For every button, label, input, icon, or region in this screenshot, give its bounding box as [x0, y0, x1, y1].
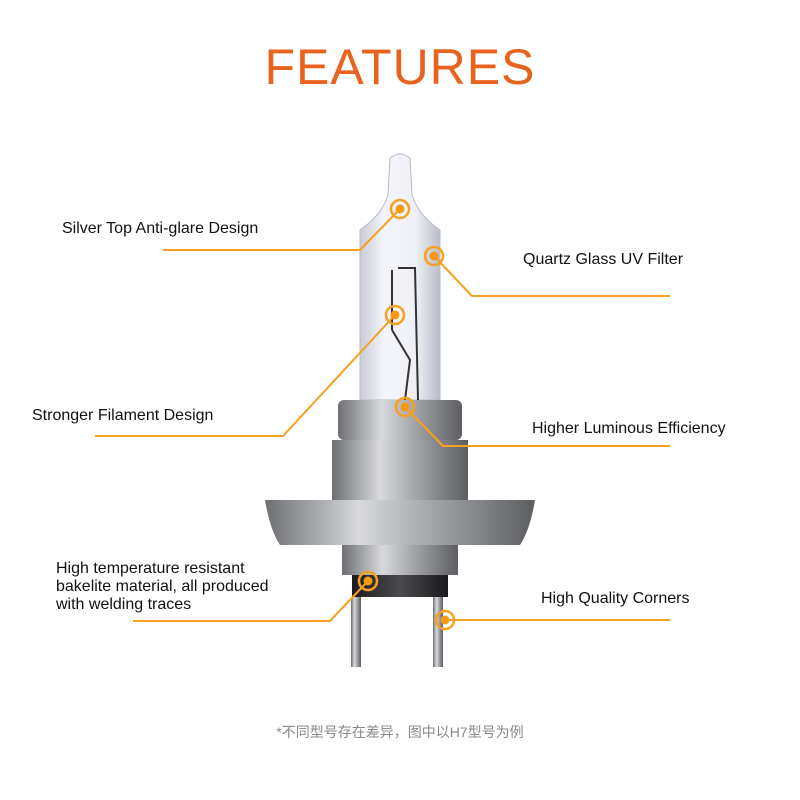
flange — [265, 500, 535, 545]
glass-capsule — [359, 153, 441, 401]
bakelite-line-2: bakelite material, all produced — [56, 578, 269, 595]
feature-label-silver-top: Silver Top Anti-glare Design — [62, 220, 259, 237]
feature-label-luminous: Higher Luminous Efficiency — [532, 420, 726, 437]
feature-label-quartz-glass: Quartz Glass UV Filter — [523, 251, 684, 268]
footnote: *不同型号存在差异，图中以H7型号为例 — [276, 724, 524, 740]
feature-label-filament: Stronger Filament Design — [32, 407, 214, 424]
feature-label-bakelite: High temperature resistant bakelite mate… — [56, 560, 269, 614]
pin-left — [351, 597, 361, 667]
filament-wire — [391, 267, 419, 401]
marker-dots — [357, 198, 456, 631]
feature-label-corners: High Quality Corners — [541, 590, 690, 607]
bakelite-line-1: High temperature resistant — [56, 560, 245, 577]
leader-lines — [95, 208, 670, 622]
bakelite-line-3: with welding traces — [56, 596, 192, 613]
pin-right — [433, 597, 443, 667]
base-ring — [338, 400, 462, 440]
page-title: FEATURES — [264, 39, 536, 95]
